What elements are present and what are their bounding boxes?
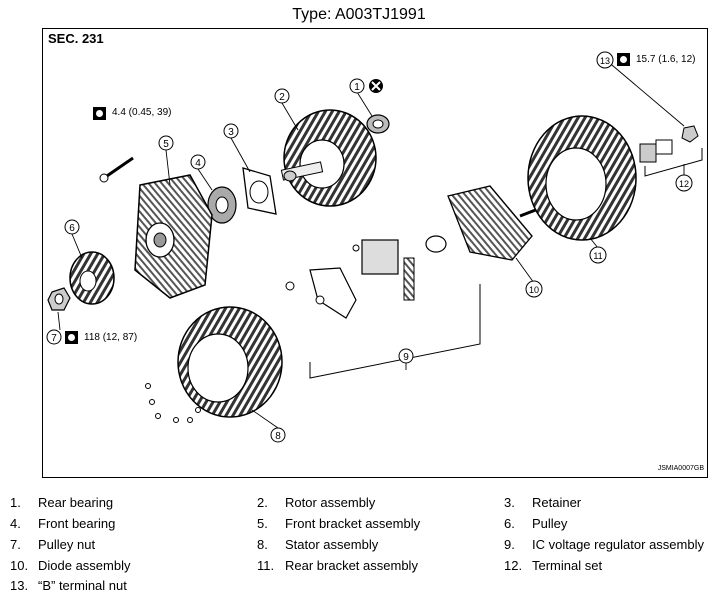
callout-6-text: 6 bbox=[69, 223, 75, 234]
callout-10: 10 bbox=[525, 280, 543, 298]
figure-code: JSMIA0007GB bbox=[657, 465, 704, 472]
legend-number: 1. bbox=[10, 495, 21, 510]
callout-13: 13 bbox=[596, 51, 614, 69]
legend-label: Stator assembly bbox=[285, 537, 379, 552]
callout-3-text: 3 bbox=[228, 127, 234, 138]
callout-4: 4 bbox=[190, 154, 206, 170]
rotor-assembly-part bbox=[280, 109, 377, 207]
callout-7: 7 bbox=[46, 329, 62, 345]
legend-label: Pulley bbox=[532, 516, 568, 531]
legend-number: 11. bbox=[257, 558, 275, 573]
legend-number: 4. bbox=[10, 516, 21, 531]
legend-number: 3. bbox=[504, 495, 515, 510]
terminal-set-part bbox=[639, 125, 699, 163]
section-label: SEC. 231 bbox=[48, 31, 104, 46]
front-bearing-part bbox=[207, 186, 237, 224]
callout-3: 3 bbox=[223, 123, 239, 139]
stator-assembly-part bbox=[177, 306, 283, 418]
legend-label: Terminal set bbox=[532, 558, 603, 573]
callout-11-text: 11 bbox=[593, 251, 602, 261]
page-title: Type: A003TJ1991 bbox=[292, 6, 426, 23]
callout-5-text: 5 bbox=[163, 139, 169, 150]
torque-wrench-icon bbox=[93, 107, 106, 120]
legend-label: Rotor assembly bbox=[285, 495, 376, 510]
stator-screws bbox=[145, 383, 201, 423]
legend-label: IC voltage regulator assembly bbox=[532, 537, 704, 552]
callout-4-text: 4 bbox=[195, 158, 201, 169]
leader-lines bbox=[57, 59, 685, 429]
through-bolt-part bbox=[99, 156, 134, 183]
diagram-frame bbox=[42, 28, 708, 478]
torque-wrench-icon bbox=[617, 53, 630, 66]
legend-label: Retainer bbox=[532, 495, 582, 510]
retainer-part bbox=[242, 167, 277, 215]
callout-6: 6 bbox=[64, 219, 80, 235]
rear-bearing-part bbox=[366, 114, 390, 134]
legend-number: 9. bbox=[504, 537, 515, 552]
pulley-nut-part bbox=[47, 287, 71, 311]
regulator-bracket-line bbox=[309, 284, 481, 379]
callout-8: 8 bbox=[270, 427, 286, 443]
terminal-set-bracket-line bbox=[644, 148, 703, 177]
callout-2: 2 bbox=[274, 88, 290, 104]
callout-5: 5 bbox=[158, 135, 174, 151]
torque-spec-through-bolt: 4.4 (0.45, 39) bbox=[112, 107, 172, 118]
callout-1: 1 bbox=[349, 78, 365, 94]
callout-1-text: 1 bbox=[354, 82, 360, 93]
legend-number: 8. bbox=[257, 537, 268, 552]
legend-label: Front bearing bbox=[38, 516, 116, 531]
rear-bracket-assembly-part bbox=[527, 115, 637, 241]
front-bracket-assembly-part bbox=[134, 174, 213, 299]
legend-number: 13. bbox=[10, 578, 29, 593]
callout-8-text: 8 bbox=[275, 431, 281, 442]
callout-9: 9 bbox=[398, 348, 414, 364]
callout-7-text: 7 bbox=[51, 333, 57, 344]
legend-number: 6. bbox=[504, 516, 515, 531]
ic-voltage-regulator-part bbox=[285, 235, 447, 319]
callout-2-text: 2 bbox=[279, 92, 285, 103]
legend-label: Pulley nut bbox=[38, 537, 96, 552]
legend-number: 7. bbox=[10, 537, 21, 552]
callout-10-text: 10 bbox=[529, 285, 539, 295]
legend-label: Rear bearing bbox=[38, 495, 114, 510]
legend-number: 10. bbox=[10, 558, 29, 573]
legend-number: 12. bbox=[504, 558, 523, 573]
torque-spec-pulley-nut: 118 (12, 87) bbox=[84, 332, 138, 343]
legend-number: 5. bbox=[257, 516, 268, 531]
legend-number: 2. bbox=[257, 495, 268, 510]
callout-11: 11 bbox=[589, 246, 607, 264]
callout-12-text: 12 bbox=[679, 179, 689, 189]
callout-9-text: 9 bbox=[403, 352, 409, 363]
legend-label: Diode assembly bbox=[38, 558, 131, 573]
legend-label: Front bracket assembly bbox=[285, 516, 421, 531]
torque-spec-b-terminal-nut: 15.7 (1.6, 12) bbox=[636, 54, 696, 65]
legend-label: Rear bracket assembly bbox=[285, 558, 418, 573]
torque-wrench-icon bbox=[65, 331, 78, 344]
callout-13-text: 13 bbox=[600, 56, 610, 66]
do-not-reuse-icon bbox=[369, 79, 383, 93]
pulley-part bbox=[69, 251, 115, 305]
callout-12: 12 bbox=[675, 174, 693, 192]
legend-label: “B” terminal nut bbox=[38, 578, 127, 593]
